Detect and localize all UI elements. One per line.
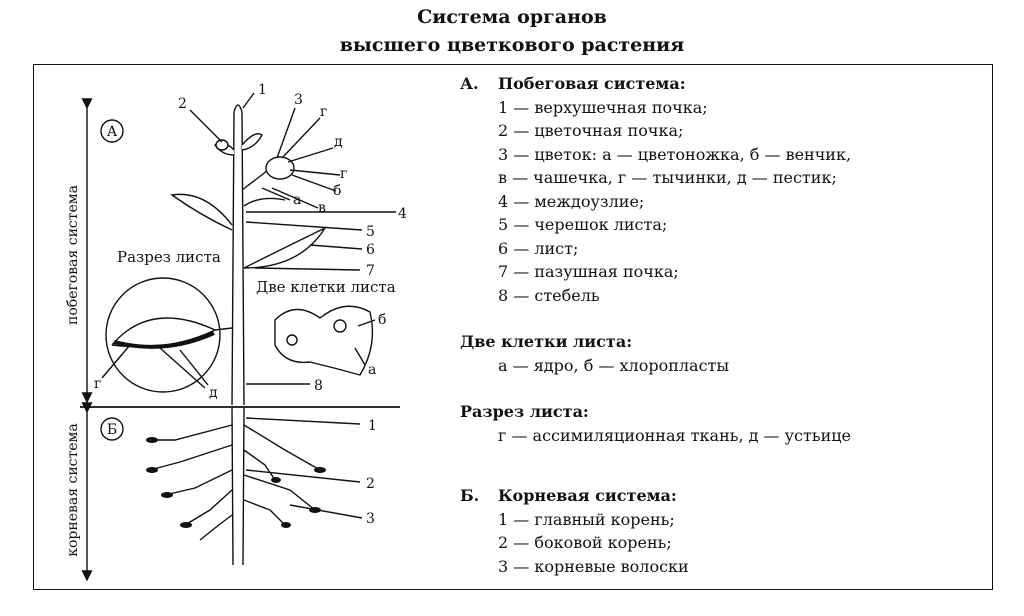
legend-item: 4 — междоузлие; [498, 191, 645, 211]
legend-item: в — чашечка, г — тычинки, д — пестик; [498, 168, 837, 187]
region-b-letter: Б [107, 422, 117, 438]
apical-bud [233, 104, 243, 113]
cells-letter-a: а [368, 362, 376, 378]
label-4: 4 [398, 206, 407, 222]
legend-leaf-section: Разрез листа: г — ассимиляционная ткань,… [460, 400, 851, 447]
legend-item: 5 — черешок листа; [498, 215, 668, 234]
shoot-axis-label: побеговая система [65, 185, 81, 325]
main-root [231, 406, 245, 566]
figure-frame [33, 64, 993, 590]
legend-item: 2 — боковой корень; [498, 533, 672, 552]
legend-root-head: Корневая система: [498, 486, 677, 505]
legend-leaf-cells: Две клетки листа: а — ядро, б — хлоропла… [460, 330, 729, 377]
title-line-2: высшего цветкового растения [339, 34, 685, 56]
leaf-6 [243, 226, 327, 269]
label-2: 2 [178, 96, 187, 112]
legend-root-letter: Б. [460, 486, 480, 505]
lateral-roots-right [243, 424, 321, 526]
region-b-circle [100, 417, 124, 441]
root-hair-tips [146, 437, 326, 528]
label-7: 7 [366, 263, 375, 279]
flower-letter-d: д [334, 134, 343, 150]
legend-cells-item: а — ядро, б — хлоропласты [498, 355, 730, 375]
root-label-3: 3 [366, 511, 375, 527]
legend-item: 6 — лист; [498, 238, 579, 258]
stem [231, 111, 245, 406]
title-line-1: Система органов [417, 6, 607, 28]
legend-item: 3 — цветок: а — цветоножка, б — венчик, [498, 144, 852, 164]
label-5: 5 [366, 224, 375, 240]
root-label-1: 1 [368, 418, 377, 434]
legend-item: 8 — стебель [498, 285, 600, 305]
legend-shoot-system: А. Побеговая система: 1 — верхушечная поч… [460, 72, 851, 307]
legend-item: 7 — пазушная почка; [498, 262, 679, 281]
legend-item: 1 — главный корень; [498, 509, 675, 529]
root-axis-label: корневая система [65, 423, 81, 557]
label-6: 6 [366, 242, 375, 258]
section-letter-d: д [209, 385, 218, 401]
legend-section-head: Разрез листа: [460, 402, 589, 421]
legend-item: 2 — цветочная почка; [498, 121, 684, 140]
flower-letter-b: б [333, 183, 341, 199]
legend-section-item: г — ассимиляционная ткань, д — устьице [498, 425, 851, 445]
flower [265, 156, 295, 180]
flower-letter-v: в [318, 200, 326, 216]
root-label-2: 2 [366, 476, 375, 492]
label-1: 1 [258, 82, 267, 98]
label-8: 8 [314, 378, 323, 394]
flower-letter-a: а [293, 192, 301, 208]
cells-letter-b: б [378, 312, 386, 328]
label-3: 3 [294, 92, 303, 108]
flower-letter-g2: г [340, 166, 347, 182]
cells-label: Две клетки листа [256, 278, 396, 296]
flower-bud [215, 139, 229, 151]
legend-shoot-head: Побеговая система: [498, 74, 686, 93]
legend-root-system: Б.Корневая система: 1 — главный корень; … [460, 484, 689, 578]
legend-cells-head: Две клетки листа: [460, 332, 633, 351]
pedicel [241, 169, 269, 191]
legend-item: 3 — корневые волоски [498, 556, 689, 576]
upper-leaf [170, 193, 233, 231]
region-a-circle [100, 119, 124, 143]
region-a-letter: А [107, 124, 118, 140]
lateral-roots-left [149, 424, 233, 541]
plant-diagram: А Б побеговая система корневая система Р… [65, 82, 407, 582]
section-letter-g: г [94, 376, 101, 392]
legend-shoot-letter: А. [460, 74, 479, 93]
leaf-section-label: Разрез листа [117, 248, 221, 266]
flower-letter-g1: г [320, 104, 327, 120]
legend-item: 1 — верхушечная почка; [498, 97, 708, 117]
leaf-cell-2 [309, 305, 374, 376]
